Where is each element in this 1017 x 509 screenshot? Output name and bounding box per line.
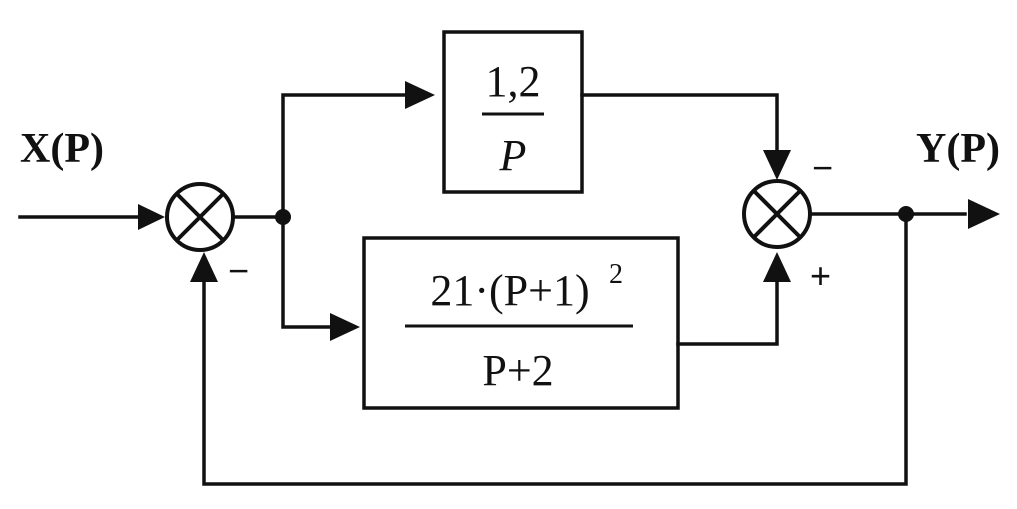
junction2-top-arrow	[763, 150, 791, 180]
junction2-bottom-arrow	[763, 252, 791, 282]
input-signal-label: X(P)	[20, 126, 104, 172]
lower-block-numerator: 21·(P+1)	[430, 266, 589, 315]
output-signal-label: Y(P)	[916, 126, 1000, 172]
summing-junction-1	[165, 182, 235, 252]
lower-block-output-line	[676, 280, 779, 346]
upper-branch-line	[281, 93, 412, 219]
input-arrow	[138, 204, 165, 230]
lower-block-denominator: P+2	[482, 346, 553, 395]
junction2-upper-sign: −	[812, 147, 833, 188]
junction1-feedback-sign: −	[228, 250, 249, 291]
lower-block-numerator-exponent: 2	[609, 259, 623, 290]
upper-block-numerator: 1,2	[486, 57, 541, 106]
upper-block-denominator: P	[499, 131, 527, 180]
output-arrow	[968, 199, 1000, 229]
upper-transfer-block: 1,2 P	[442, 30, 584, 194]
summing-junction-2	[742, 179, 812, 249]
feedback-line	[202, 212, 908, 486]
lower-block-input-arrow	[330, 313, 360, 341]
upper-block-input-arrow	[405, 81, 435, 109]
upper-block-output-line	[580, 93, 779, 152]
lower-transfer-block: 21·(P+1) 2 P+2	[362, 236, 680, 410]
feedback-arrow	[190, 252, 218, 282]
lower-branch-line	[281, 215, 337, 329]
junction2-lower-sign: +	[810, 255, 831, 296]
